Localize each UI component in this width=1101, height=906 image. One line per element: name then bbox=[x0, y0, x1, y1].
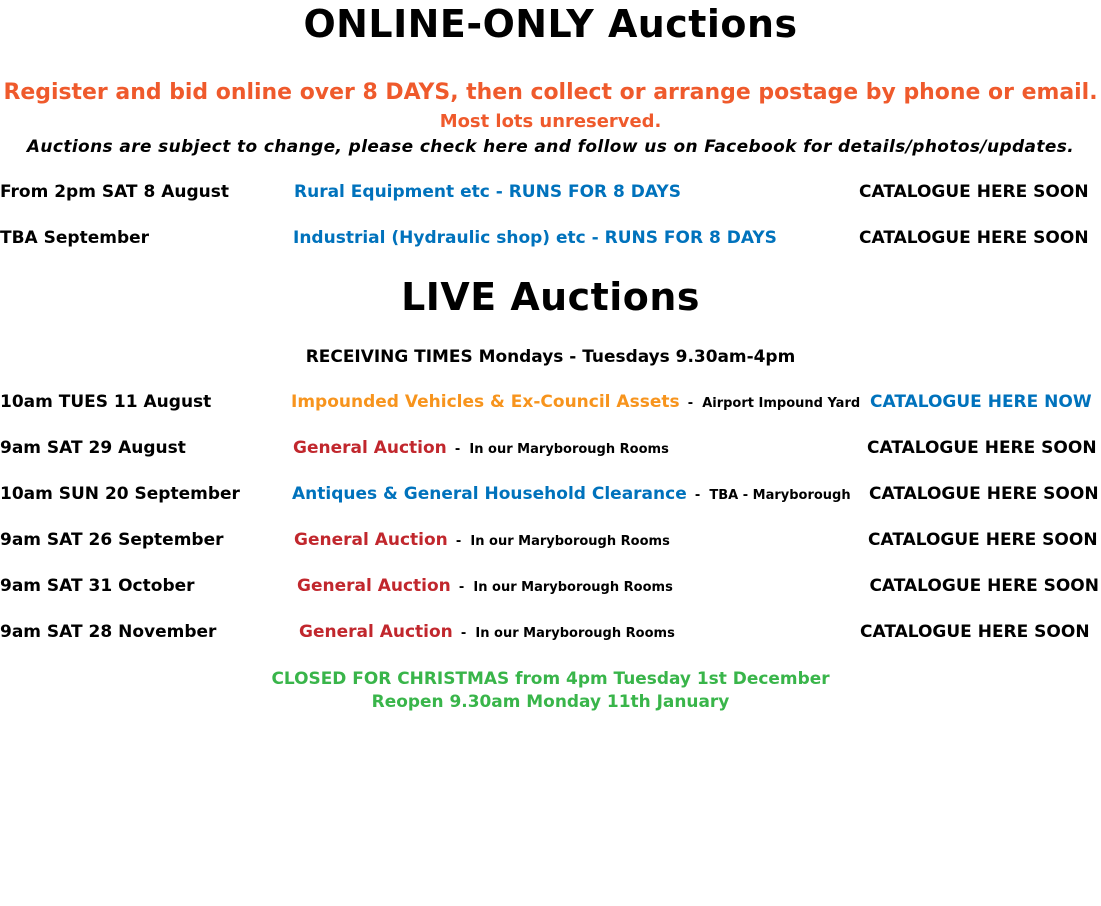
separator: - bbox=[694, 488, 701, 503]
catalogue-link[interactable]: CATALOGUE HERE NOW bbox=[870, 392, 1092, 412]
auction-title: Antiques & General Household Clearance bbox=[292, 484, 687, 504]
online-intro-subject-to-change: Auctions are subject to change, please c… bbox=[26, 136, 1075, 156]
auction-details: Impounded Vehicles & Ex-Council Assets -… bbox=[291, 392, 860, 412]
separator: - bbox=[454, 442, 461, 457]
auction-details: General Auction - In our Maryborough Roo… bbox=[293, 438, 669, 458]
catalogue-link[interactable]: CATALOGUE HERE SOON bbox=[869, 484, 1099, 504]
online-intro-register: Register and bid online over 8 DAYS, the… bbox=[3, 80, 1098, 105]
auction-date: 10am TUES 11 August bbox=[0, 392, 212, 412]
live-auctions-heading: LIVE Auctions bbox=[401, 275, 700, 319]
auction-title: General Auction bbox=[293, 438, 447, 458]
auction-location: Airport Impound Yard bbox=[702, 396, 861, 411]
separator: - bbox=[455, 534, 462, 549]
separator: - bbox=[460, 626, 467, 641]
auction-location: TBA - Maryborough bbox=[709, 488, 851, 503]
auction-details: General Auction - In our Maryborough Roo… bbox=[299, 622, 675, 642]
auction-date: TBA September bbox=[0, 228, 150, 248]
auction-location: In our Maryborough Rooms bbox=[473, 580, 673, 595]
catalogue-link[interactable]: CATALOGUE HERE SOON bbox=[860, 622, 1090, 642]
catalogue-link[interactable]: CATALOGUE HERE SOON bbox=[859, 228, 1089, 248]
auction-title: Impounded Vehicles & Ex-Council Assets bbox=[291, 392, 680, 412]
auction-title: Rural Equipment etc - RUNS FOR 8 DAYS bbox=[294, 182, 681, 202]
auction-details: General Auction - In our Maryborough Roo… bbox=[294, 530, 670, 550]
online-intro-unreserved: Most lots unreserved. bbox=[439, 111, 662, 132]
reopen-notice: Reopen 9.30am Monday 11th January bbox=[371, 691, 730, 711]
auction-date: 9am SAT 26 September bbox=[0, 530, 224, 550]
auction-details: Antiques & General Household Clearance -… bbox=[292, 484, 851, 504]
auction-date: 9am SAT 29 August bbox=[0, 438, 186, 458]
separator: - bbox=[687, 396, 694, 411]
separator: - bbox=[458, 580, 465, 595]
auction-location: In our Maryborough Rooms bbox=[475, 626, 675, 641]
auction-title: Industrial (Hydraulic shop) etc - RUNS F… bbox=[293, 228, 777, 248]
auction-title: General Auction bbox=[294, 530, 448, 550]
catalogue-link[interactable]: CATALOGUE HERE SOON bbox=[869, 576, 1099, 596]
auction-title: General Auction bbox=[297, 576, 451, 596]
auction-details: General Auction - In our Maryborough Roo… bbox=[297, 576, 673, 596]
receiving-times: RECEIVING TIMES Mondays - Tuesdays 9.30a… bbox=[305, 346, 796, 366]
auction-title: General Auction bbox=[299, 622, 453, 642]
online-auctions-heading: ONLINE-ONLY Auctions bbox=[303, 2, 798, 46]
auction-location: In our Maryborough Rooms bbox=[469, 442, 669, 457]
auction-date: 9am SAT 31 October bbox=[0, 576, 195, 596]
auction-date: From 2pm SAT 8 August bbox=[0, 182, 229, 202]
auction-date: 9am SAT 28 November bbox=[0, 622, 217, 642]
auction-date: 10am SUN 20 September bbox=[0, 484, 240, 504]
catalogue-link[interactable]: CATALOGUE HERE SOON bbox=[868, 530, 1098, 550]
catalogue-link[interactable]: CATALOGUE HERE SOON bbox=[867, 438, 1097, 458]
catalogue-link[interactable]: CATALOGUE HERE SOON bbox=[859, 182, 1089, 202]
auction-location: In our Maryborough Rooms bbox=[470, 534, 670, 549]
christmas-closure-notice: CLOSED FOR CHRISTMAS from 4pm Tuesday 1s… bbox=[271, 668, 830, 688]
